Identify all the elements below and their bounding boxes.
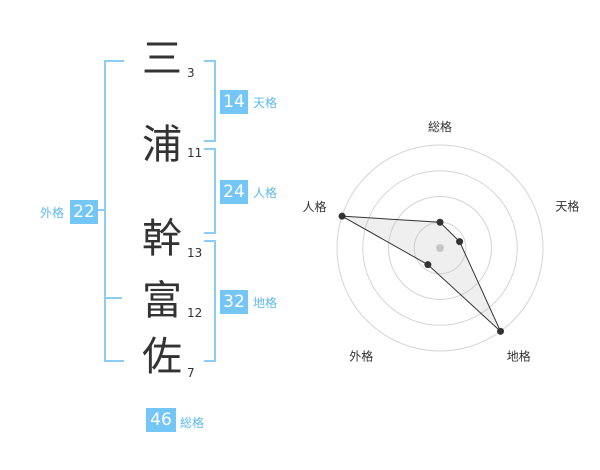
gaikaku-bracket xyxy=(104,60,124,362)
radar-ring-3 xyxy=(362,170,518,326)
radar-axis-label-5: 人格 xyxy=(302,199,326,214)
tenkaku-value: 14 xyxy=(220,90,248,114)
tenkaku-bracket xyxy=(204,60,216,142)
stroke-count-2: 11 xyxy=(187,146,203,160)
chikaku-bracket xyxy=(204,240,216,362)
soukaku-value: 46 xyxy=(146,408,176,432)
radar-center-dot xyxy=(436,244,444,252)
radar-point-1 xyxy=(436,218,444,226)
name-char-2: 浦 xyxy=(142,122,182,168)
name-char-1: 三 xyxy=(142,36,182,82)
stroke-count-4: 12 xyxy=(187,306,203,320)
tenkaku-label: 天格 xyxy=(253,96,278,110)
jinkaku-bracket xyxy=(204,148,216,234)
radar-point-2 xyxy=(456,238,464,246)
name-char-3: 幹 xyxy=(142,216,182,262)
radar-axis-label-4: 外格 xyxy=(349,348,373,363)
radar-ring-4 xyxy=(336,144,544,352)
radar-area xyxy=(341,215,501,332)
stroke-count-1: 3 xyxy=(187,66,195,80)
jinkaku-value: 24 xyxy=(220,180,248,204)
radar-point-4 xyxy=(424,261,432,269)
chikaku-value: 32 xyxy=(220,290,248,314)
radar-point-5 xyxy=(338,212,346,220)
radar-axis-label-2: 天格 xyxy=(555,199,579,214)
gaikaku-label: 外格 xyxy=(40,206,65,220)
radar-axis-label-1: 総格 xyxy=(428,119,452,134)
stroke-count-3: 13 xyxy=(187,246,203,260)
radar-axis-label-3: 地格 xyxy=(507,348,531,363)
jinkaku-label: 人格 xyxy=(253,186,278,200)
name-char-5: 佐 xyxy=(142,334,182,380)
gaikaku-bracket-divider xyxy=(104,297,122,299)
soukaku-label: 総格 xyxy=(180,416,205,430)
radar-point-3 xyxy=(497,327,505,335)
name-char-4: 富 xyxy=(142,278,182,324)
stroke-count-5: 7 xyxy=(187,366,195,380)
radar-ring-2 xyxy=(388,196,492,300)
gaikaku-bracket-connector xyxy=(96,209,106,211)
gaikaku-value: 22 xyxy=(70,200,98,224)
chikaku-label: 地格 xyxy=(253,296,278,310)
